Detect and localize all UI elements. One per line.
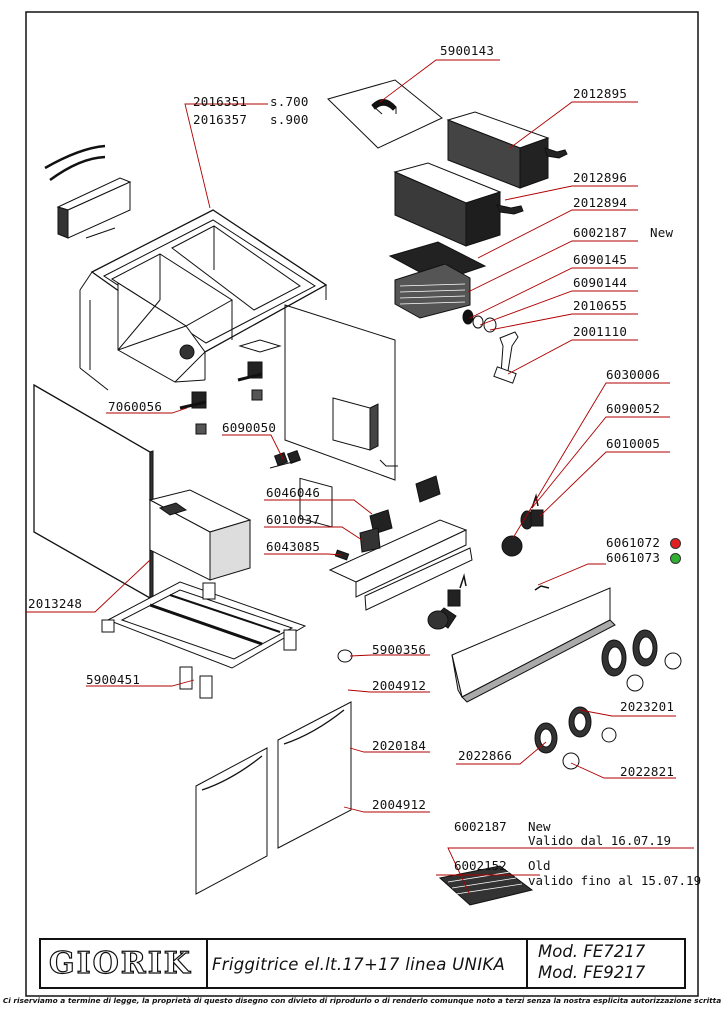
lid-drawing — [327, 79, 443, 149]
side-panel-drawing — [33, 383, 154, 601]
logo-cell: GIORIK — [41, 940, 208, 987]
copyright-disclaimer: Ci riserviamo a termine di legge, la pro… — [2, 996, 722, 1005]
model-cell: Mod. FE7217 Mod. FE9217 — [528, 940, 684, 987]
basket-large-drawing — [393, 162, 524, 247]
note-new-label: New — [528, 819, 551, 834]
heating-element-drawing — [388, 241, 519, 384]
part-label-2020184: 2020184 — [372, 738, 427, 753]
part-size-2016357: s.900 — [270, 112, 309, 127]
part-label-2012895: 2012895 — [573, 86, 628, 101]
giorik-logo: GIORIK — [48, 945, 192, 981]
note-new-code: 6002187 — [454, 819, 507, 834]
part-label-6061072: 6061072 — [606, 535, 661, 550]
part-label-5900356: 5900356 — [372, 642, 427, 657]
sheet-border — [25, 11, 699, 997]
title-block: GIORIK Friggitrice el.lt.17+17 linea UNI… — [39, 938, 686, 989]
note-old-valid: valido fino al 15.07.19 — [528, 873, 702, 888]
red-indicator-dot — [670, 538, 681, 549]
part-label-2004912-top: 2004912 — [372, 678, 427, 693]
part-label-2012894: 2012894 — [573, 195, 628, 210]
green-indicator-dot — [670, 553, 681, 564]
part-label-7060056: 7060056 — [108, 399, 163, 414]
part-label-6090050: 6090050 — [222, 420, 277, 435]
part-label-2022866: 2022866 — [458, 748, 513, 763]
part-label-6061073: 6061073 — [606, 550, 661, 565]
description-cell: Friggitrice el.lt.17+17 linea UNIKA — [208, 940, 528, 987]
base-frame-drawing — [101, 581, 307, 699]
tank-frame-drawing — [79, 209, 398, 528]
connectors-drawing — [269, 449, 302, 469]
part-label-6043085: 6043085 — [266, 539, 321, 554]
part-label-2022821: 2022821 — [620, 764, 675, 779]
doors-drawing — [195, 701, 352, 895]
old-element-drawing — [438, 865, 534, 906]
part-label-6090145: 6090145 — [573, 252, 628, 267]
note-old-label: Old — [528, 858, 551, 873]
part-label-6090052: 6090052 — [606, 401, 661, 416]
part-flag-new: New — [650, 225, 674, 240]
part-label-2016357: 2016357 — [193, 112, 248, 127]
control-panel-drawing — [427, 573, 682, 770]
part-label-2016351: 2016351 — [193, 94, 248, 109]
part-label-6046046: 6046046 — [266, 485, 321, 500]
basket-small-drawing — [446, 111, 568, 189]
part-size-2016351: s.700 — [270, 94, 309, 109]
model-line-2: Mod. FE9217 — [538, 963, 646, 982]
thermostat-right-drawing — [501, 493, 544, 557]
part-label-6010037: 6010037 — [266, 512, 321, 527]
part-label-2001110: 2001110 — [573, 324, 628, 339]
part-label-5900451: 5900451 — [86, 672, 141, 687]
control-box-drawing — [44, 144, 132, 239]
knob-drawing — [337, 649, 353, 663]
product-description: Friggitrice el.lt.17+17 linea UNIKA — [212, 955, 506, 974]
part-label-6030006: 6030006 — [606, 367, 661, 382]
note-new-valid: Valido dal 16.07.19 — [528, 833, 671, 848]
leader-lines — [26, 59, 694, 896]
part-label-2004912-bottom: 2004912 — [372, 797, 427, 812]
part-label-2010655: 2010655 — [573, 298, 628, 313]
drain-valve-drawing — [179, 361, 263, 435]
part-label-5900143: 5900143 — [440, 43, 495, 58]
part-label-2012896: 2012896 — [573, 170, 628, 185]
component-plate-drawing — [328, 475, 473, 611]
part-label-2023201: 2023201 — [620, 699, 675, 714]
model-line-1: Mod. FE7217 — [538, 942, 646, 961]
part-label-6090144: 6090144 — [573, 275, 628, 290]
note-old-code: 6002152 — [454, 858, 507, 873]
part-label-6002187: 6002187 — [573, 225, 628, 240]
part-label-6010005: 6010005 — [606, 436, 661, 451]
oil-drawer-drawing — [148, 489, 252, 581]
part-label-2013248: 2013248 — [28, 596, 83, 611]
